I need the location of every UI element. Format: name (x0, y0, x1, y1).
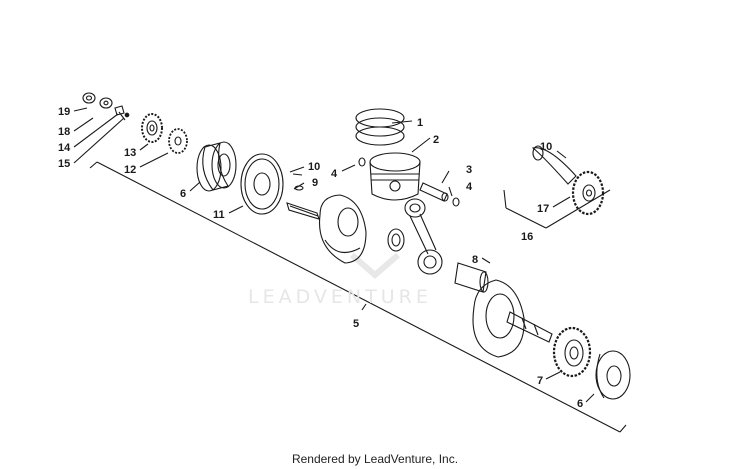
callout-19: 19 (58, 106, 70, 118)
bearing-part-6-left (196, 141, 237, 192)
callout-7: 7 (537, 375, 543, 387)
callout-13: 13 (124, 147, 136, 159)
callout-11: 11 (213, 209, 225, 221)
callout-3: 3 (466, 164, 472, 176)
connecting-rod (404, 198, 443, 275)
woodruff-key-part-14 (124, 112, 130, 118)
watermark-logo (350, 252, 400, 279)
dowel-pin-part-9 (294, 185, 304, 191)
washer-part-18 (99, 97, 113, 109)
leader-lines (73, 107, 627, 433)
crank-pin-part-8 (454, 262, 489, 293)
callout-6-left: 6 (180, 188, 186, 200)
callout-1: 1 (417, 117, 423, 129)
callout-8: 8 (472, 254, 478, 266)
callout-labels: 19 18 14 15 13 12 6 11 1 2 4 3 4 10 9 8 … (58, 106, 583, 410)
callout-6-right: 6 (577, 398, 583, 410)
balancer-gear-part-17 (571, 170, 605, 216)
callout-17: 17 (537, 203, 549, 215)
callout-10-balancer: 10 (540, 141, 552, 153)
dowel-pin-part-10 (292, 173, 303, 176)
balancer-shaft-part-16 (531, 145, 577, 185)
callout-12: 12 (124, 164, 136, 176)
crankshaft-right-half (472, 279, 553, 358)
callout-10-crank: 10 (308, 161, 320, 173)
callout-15: 15 (58, 158, 70, 170)
callout-18: 18 (58, 126, 70, 138)
watermark-text: LEADVENTURE (248, 286, 432, 308)
piston-pin-part-3 (419, 182, 449, 202)
crank-gear-part-7 (552, 326, 592, 378)
callout-4-left: 4 (331, 168, 338, 180)
footer-credit: Rendered by LeadVenture, Inc. (291, 452, 459, 466)
callout-4-right: 4 (466, 181, 473, 193)
nut-part-19 (82, 92, 96, 104)
piston-part-2 (369, 152, 421, 201)
callout-5: 5 (353, 318, 359, 330)
piston-rings-part-1 (355, 108, 405, 146)
timing-gear-part-13 (141, 113, 163, 143)
callout-9: 9 (312, 177, 318, 189)
callout-2: 2 (433, 134, 439, 146)
needle-bearing (387, 228, 405, 252)
oil-seal-part-11 (240, 153, 284, 215)
bolt-part-15 (114, 105, 126, 121)
callout-16: 16 (521, 231, 533, 243)
crankshaft-left-half (286, 194, 367, 264)
bearing-part-6-right (595, 350, 631, 400)
circlip-part-4-upper (358, 157, 366, 167)
callout-14: 14 (58, 142, 71, 154)
gear-part-12 (168, 128, 188, 154)
circlip-part-4-lower (452, 197, 460, 207)
